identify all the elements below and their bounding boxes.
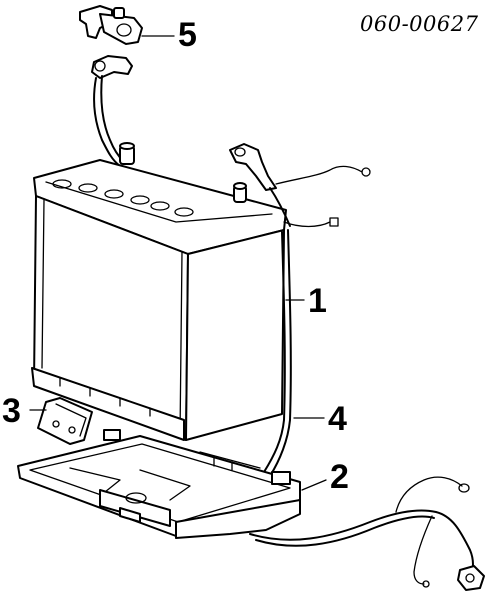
positive-cable-harness: [229, 143, 371, 477]
hold-down-bracket-part-3: [37, 397, 93, 445]
battery-tray-part-2: [17, 429, 301, 539]
leader-line-2: [301, 479, 327, 491]
battery-part-1: [31, 142, 287, 441]
callout-2: 2: [330, 458, 349, 496]
callout-4: 4: [328, 400, 347, 438]
negative-cable: [91, 55, 133, 167]
terminal-clamp-part-5: [79, 5, 143, 45]
part-number-label: 060-00627: [360, 12, 479, 36]
callout-3: 3: [2, 392, 21, 430]
lower-cable-harness: [249, 476, 485, 591]
callout-5: 5: [178, 16, 197, 54]
callout-1: 1: [308, 282, 327, 320]
